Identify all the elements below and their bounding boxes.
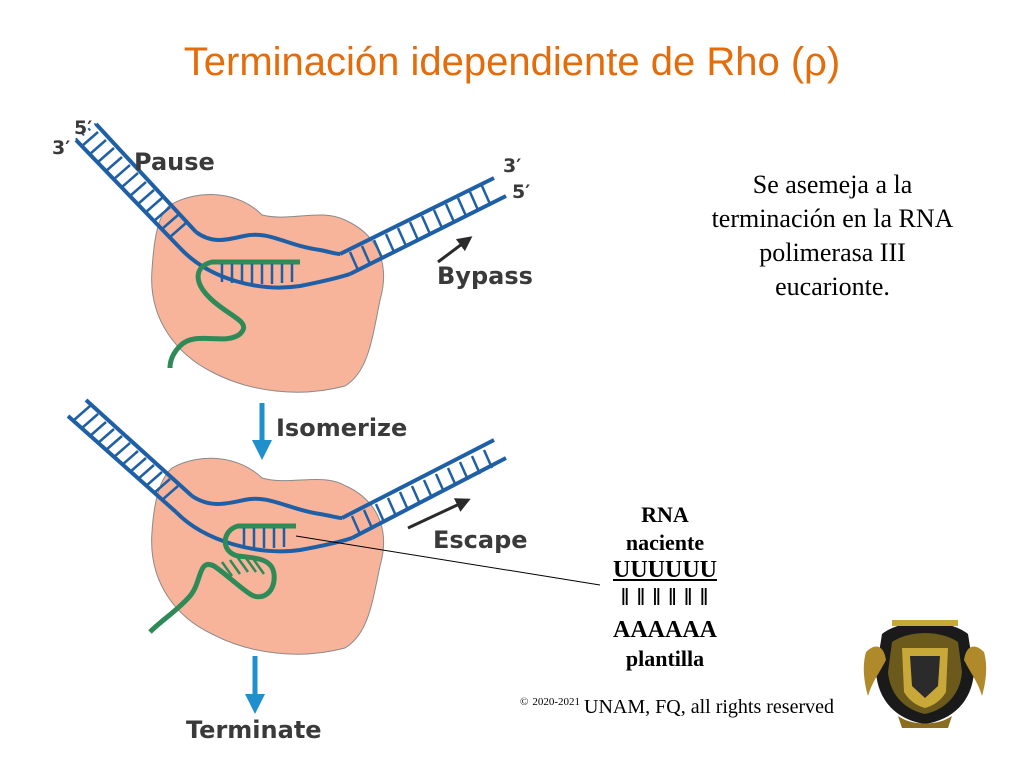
callout-line xyxy=(295,535,601,586)
rna-label-naciente: naciente xyxy=(625,530,705,555)
nontemplate-strand-bottom xyxy=(190,494,343,520)
base-pair-bonds: ‖ ‖ ‖ ‖ ‖ ‖ xyxy=(621,585,709,611)
copyright-text: UNAM, FQ, all rights reserved xyxy=(584,696,834,718)
label-escape: Escape xyxy=(433,526,528,554)
copyright-years: 2020-2021 xyxy=(532,696,581,708)
end-5-left: 5′ xyxy=(74,117,92,139)
unam-logo-icon xyxy=(862,612,988,730)
rna-label: RNA xyxy=(641,502,689,527)
end-5-right: 5′ xyxy=(512,181,530,203)
nontemplate-strand-top xyxy=(194,230,341,256)
bottom-panel: Escape xyxy=(66,398,601,655)
copyright-symbol: © xyxy=(520,696,529,708)
top-panel: Pause Bypass 5′ 3′ 3′ 5′ xyxy=(52,117,533,393)
upstream-dna-top xyxy=(74,122,198,250)
label-terminate: Terminate xyxy=(186,716,322,744)
end-3-right: 3′ xyxy=(503,155,521,177)
label-isomerize: Isomerize xyxy=(276,414,407,442)
rna-dna-hybrid-bonds-top xyxy=(220,264,294,284)
slide-title: Terminación idependiente de Rho (ρ) xyxy=(183,40,841,84)
arrow-escape xyxy=(407,498,471,530)
template-sequence: AAAAAA xyxy=(613,617,717,643)
label-pause: Pause xyxy=(134,148,215,176)
rna-polymerase-bottom xyxy=(151,457,385,655)
rna-hairpin-bottom xyxy=(148,523,296,634)
rna-hybrid-top xyxy=(167,259,300,369)
label-bypass: Bypass xyxy=(437,262,533,290)
rna-dna-hybrid-bonds-bottom xyxy=(242,528,286,548)
upstream-dna-bottom xyxy=(66,398,194,514)
hairpin-stem-bonds xyxy=(220,557,266,577)
end-3-left: 3′ xyxy=(52,137,70,159)
template-strand-top xyxy=(178,246,351,290)
downstream-dna-bottom xyxy=(341,438,507,540)
rna-polymerase-top xyxy=(151,194,385,393)
copyright-notice: © 2020-2021 UNAM, FQ, all rights reserve… xyxy=(520,696,834,719)
arrow-bypass xyxy=(437,236,473,264)
rna-sequence: UUUUUU xyxy=(613,557,717,583)
template-label: plantilla xyxy=(625,646,705,671)
note-text: Se asemeja a la terminación en la RNA po… xyxy=(711,170,954,301)
downstream-dna-top xyxy=(339,176,507,276)
